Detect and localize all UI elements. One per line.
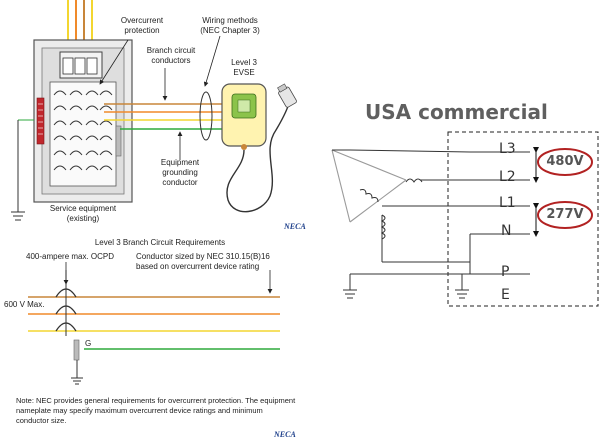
usa-commercial-title: USA commercial	[365, 100, 548, 124]
usa-commercial-diagram	[331, 131, 599, 307]
voltage-label: 600 V Max.	[4, 300, 45, 309]
service-equipment	[11, 0, 133, 221]
evse-label: Level 3 EVSE	[231, 58, 257, 77]
terminal-l3: L3	[499, 141, 516, 157]
branch-circuit-conductors-label: Branch circuit conductors	[146, 46, 196, 65]
overcurrent-protection-label: Overcurrent protection	[120, 16, 164, 35]
wiring-methods-ellipse	[199, 91, 213, 141]
voltage-277-highlight	[537, 201, 593, 229]
wiring-methods-label: Wiring methods (NEC Chapter 3)	[200, 16, 260, 35]
leader-arrows	[99, 35, 221, 160]
equipment-grounding-conductor-label: Equipment grounding conductor	[160, 158, 200, 187]
terminal-l1: L1	[499, 195, 516, 211]
voltage-480: 480V	[546, 154, 584, 169]
terminal-p: P	[501, 264, 510, 280]
conductor-label: Conductor sized by NEC 310.15(B)16 based…	[136, 252, 270, 271]
service-equipment-label: Service equipment (existing)	[49, 204, 117, 223]
ocpd-label: 400-ampere max. OCPD	[26, 252, 115, 261]
terminal-e: E	[501, 287, 510, 303]
branch-circuit-schematic	[28, 262, 280, 385]
branch-requirements-title: Level 3 Branch Circuit Requirements	[94, 238, 226, 247]
voltage-277: 277V	[546, 207, 584, 222]
terminal-l2: L2	[499, 169, 516, 185]
neca-logo-top: NECA	[284, 222, 306, 231]
terminal-n: N	[501, 223, 512, 239]
branch-circuit-conductors	[104, 103, 224, 130]
nec-note: Note: NEC provides general requirements …	[16, 396, 296, 425]
neca-logo-bottom: NECA	[274, 430, 296, 439]
evse-unit	[221, 83, 297, 213]
ground-label: G	[85, 339, 92, 348]
voltage-480-highlight	[537, 148, 593, 176]
